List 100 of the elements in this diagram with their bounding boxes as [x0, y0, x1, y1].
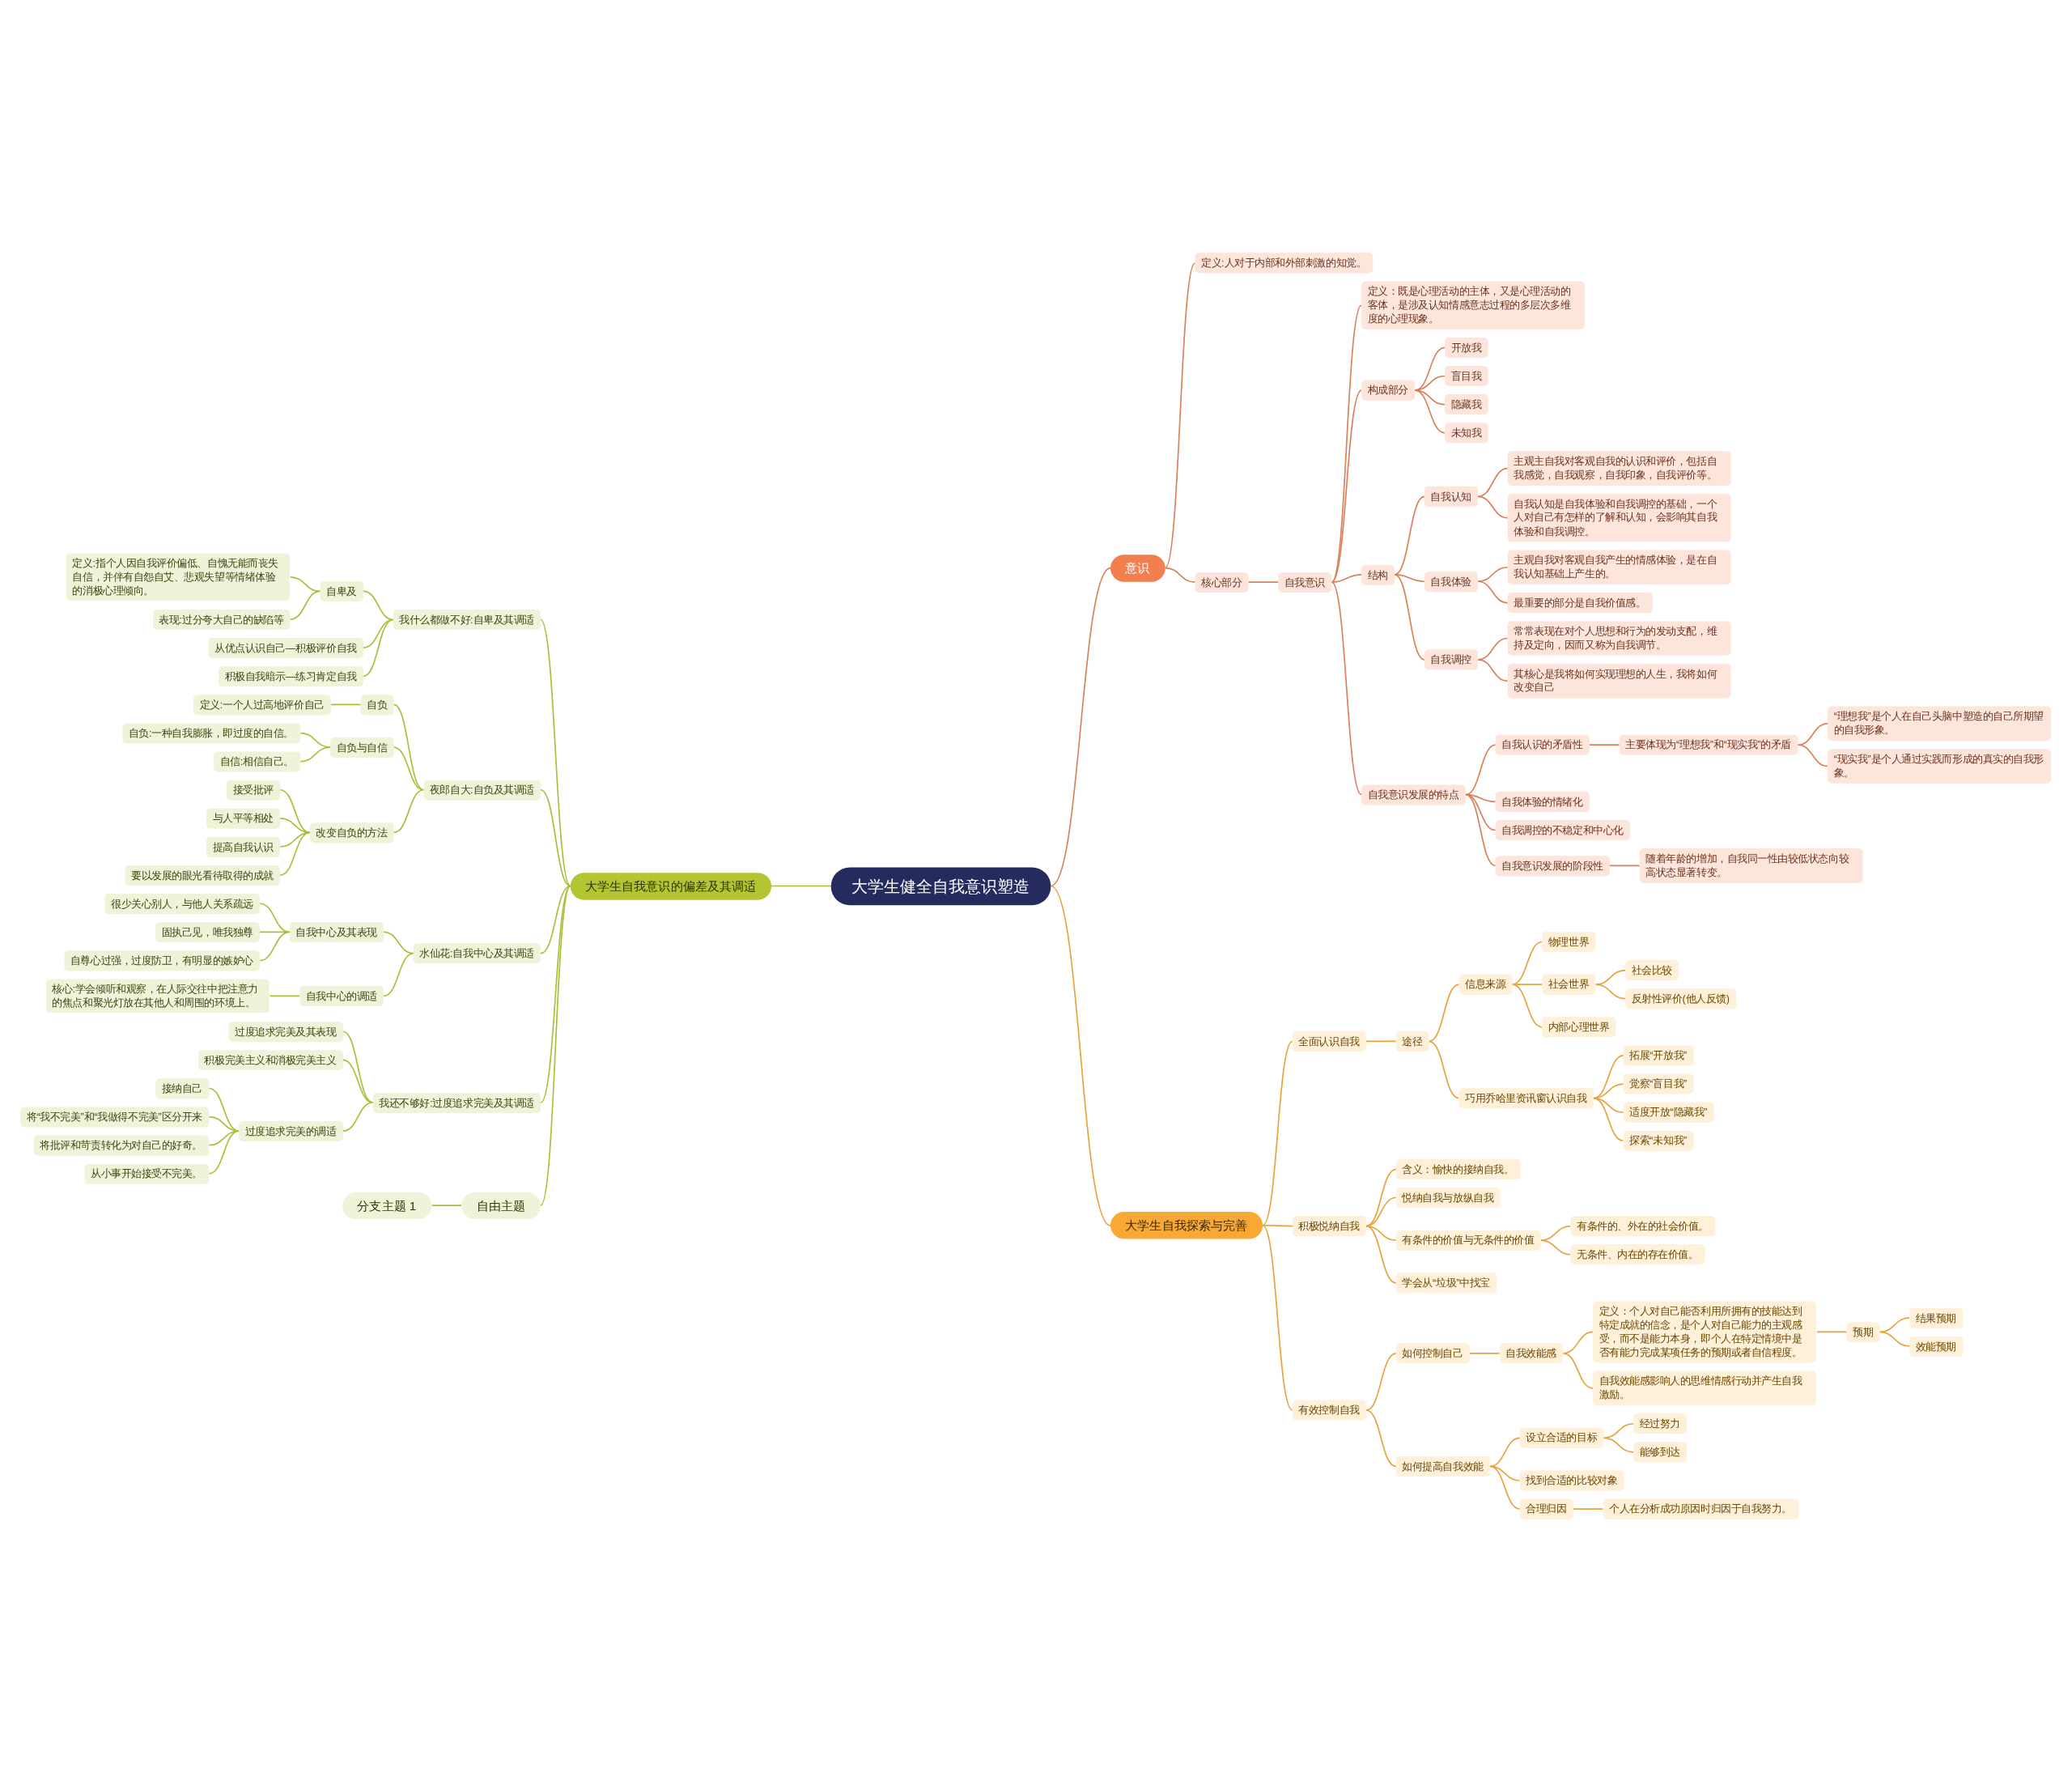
subtopic-box: 将批评和苛责转化为对自己的好奇。 — [33, 1135, 210, 1156]
connector-line — [1594, 984, 1627, 1000]
subtopic-box: 个人在分析成功原因时归因于自我努力。 — [1603, 1498, 1799, 1519]
subtopic-box: 很少关心别人，与他人关系疏远 — [104, 893, 261, 914]
connector-line — [1428, 1040, 1460, 1099]
subtopic-box: 自我认知 — [1424, 486, 1478, 508]
connector-line — [1365, 1040, 1397, 1043]
subtopic-box: 无条件、内在的存在价值。 — [1570, 1244, 1705, 1265]
subtopic-box: 含义：愉快的接纳自我。 — [1395, 1158, 1521, 1180]
connector-line — [1477, 495, 1509, 519]
connector-line — [1589, 744, 1620, 746]
connector-line — [1879, 1331, 1911, 1347]
connector-line — [393, 788, 425, 834]
connector-line — [540, 885, 571, 1103]
connector-line — [431, 1205, 463, 1206]
connector-line — [1262, 1224, 1293, 1227]
main-topic: 意识 — [1110, 554, 1166, 582]
connector-line — [1593, 1083, 1624, 1099]
subtopic-box: 巧用乔哈里资讯窗认识自我 — [1458, 1088, 1594, 1109]
subtopic-box: 从小事开始接受不完美。 — [84, 1163, 210, 1184]
connector-line — [1262, 1224, 1293, 1411]
connector-line — [1050, 885, 1111, 1226]
subtopic-box: 社会世界 — [1542, 974, 1596, 995]
subtopic-box: 自我意识 — [1278, 572, 1332, 593]
connector-line — [1365, 1225, 1397, 1284]
subtopic-box: 结构 — [1361, 564, 1395, 585]
subtopic-box: “理想我”是个人在自己头脑中塑造的自己所期望的自我形象。 — [1828, 706, 2052, 741]
connector-line — [342, 1102, 374, 1132]
subtopic-box: 过度追求完美及其表现 — [228, 1021, 343, 1042]
subtopic-box: 要以发展的眼光看待取得的成就 — [125, 865, 281, 886]
connector-line — [1539, 1239, 1572, 1256]
subtopic-box: 自信:相信自己。 — [214, 751, 301, 772]
subtopic-box: 自负 — [360, 694, 394, 716]
connector-line — [289, 590, 321, 620]
connector-line — [1562, 1352, 1594, 1389]
connector-line — [540, 885, 571, 1206]
connector-line — [1477, 566, 1509, 583]
connector-line — [1331, 304, 1362, 583]
subtopic-box: 探索“未知我” — [1623, 1130, 1694, 1151]
connector-line — [1603, 1437, 1635, 1453]
subtopic-box: 结果预期 — [1909, 1307, 1964, 1328]
subtopic-box: 预期 — [1846, 1321, 1880, 1343]
subtopic-box: 与人平等相处 — [206, 808, 281, 829]
subtopic-box: 积极自我暗示—练习肯定自我 — [219, 665, 363, 687]
subtopic-box: 其核心是我将如何实现理想的人生，我将如何改变自己 — [1507, 663, 1731, 699]
connector-line — [1469, 1352, 1501, 1354]
subtopic-box: 自我体验 — [1424, 571, 1478, 593]
connector-line — [1815, 1331, 1848, 1333]
subtopic-box: 觉察“盲目我” — [1623, 1073, 1694, 1094]
connector-line — [299, 732, 331, 748]
subtopic-box: 有效控制自我 — [1292, 1400, 1366, 1421]
subtopic-box: 有条件的价值与无条件的价值 — [1395, 1230, 1541, 1251]
subtopic-box: 自我效能感影响人的思维情感行动并产生自我激励。 — [1593, 1370, 1816, 1405]
connector-line — [363, 590, 394, 621]
subtopic-box: 固执己见，唯我独尊 — [155, 921, 261, 943]
subtopic-box: 常常表现在对个人思想和行为的发动支配，维持及定向，因而又称为自我调节。 — [1507, 621, 1731, 656]
subtopic-box: 自负:一种自我膨胀，即过度的自信。 — [122, 723, 301, 744]
connector-line — [1489, 1465, 1521, 1510]
connector-line — [279, 818, 311, 834]
subtopic-box: 定义:人对于内部和外部刺激的知觉。 — [1195, 253, 1374, 274]
connector-line — [1594, 969, 1627, 985]
connector-line — [1331, 581, 1362, 796]
subtopic-box: 找到合适的比较对象 — [1519, 1470, 1624, 1491]
connector-line — [1489, 1437, 1521, 1468]
subtopic-box: 自我调控的不稳定和中心化 — [1495, 820, 1631, 841]
subtopic-box: 如何控制自己 — [1395, 1343, 1470, 1364]
connector-line — [259, 931, 291, 962]
subtopic-box: 途径 — [1395, 1030, 1429, 1052]
subtopic-box: 主要体现为“理想我”和“现实我”的矛盾 — [1619, 734, 1798, 755]
subtopic-box: 自我意识发展的特点 — [1361, 784, 1466, 805]
subtopic-box: 有条件的、外在的社会价值。 — [1570, 1216, 1716, 1237]
connector-line — [383, 952, 414, 997]
connector-line — [1394, 495, 1425, 576]
connector-line — [1428, 984, 1460, 1043]
connector-line — [1247, 581, 1280, 583]
subtopic-box: 积极完美主义和消极完美主义 — [197, 1049, 343, 1071]
connector-line — [363, 618, 394, 678]
connector-line — [1593, 1097, 1624, 1142]
connector-line — [1365, 1409, 1397, 1468]
subtopic-box: “现实我”是个人通过实践而形成的真实的自我形象。 — [1828, 749, 2052, 784]
connector-line — [1365, 1196, 1397, 1227]
connector-line — [393, 703, 425, 791]
subtopic-box: 隐藏我 — [1445, 394, 1488, 415]
connector-line — [1050, 567, 1111, 887]
connector-line — [1262, 1040, 1293, 1226]
subtopic-box: 盲目我 — [1445, 366, 1488, 387]
subtopic-box: 构成部分 — [1361, 380, 1416, 401]
subtopic-box: 经过努力 — [1633, 1413, 1688, 1434]
subtopic-box: 合理归因 — [1519, 1498, 1573, 1519]
subtopic-box: 全面认识自我 — [1292, 1030, 1366, 1052]
connector-line — [1414, 389, 1446, 434]
connector-line — [208, 1130, 240, 1175]
connector-line — [1365, 1168, 1397, 1227]
connector-line — [1511, 984, 1543, 1028]
subtopic-box: 悦纳自我与放纵自我 — [1395, 1187, 1501, 1209]
subtopic-box: 提高自我认识 — [206, 836, 281, 857]
subtopic-box: 内部心理世界 — [1542, 1017, 1616, 1038]
subtopic-box: 最重要的部分是自我价值感。 — [1507, 593, 1653, 614]
connector-line — [1164, 567, 1196, 583]
subtopic-box: 定义:一个人过高地评价自己 — [193, 694, 331, 716]
